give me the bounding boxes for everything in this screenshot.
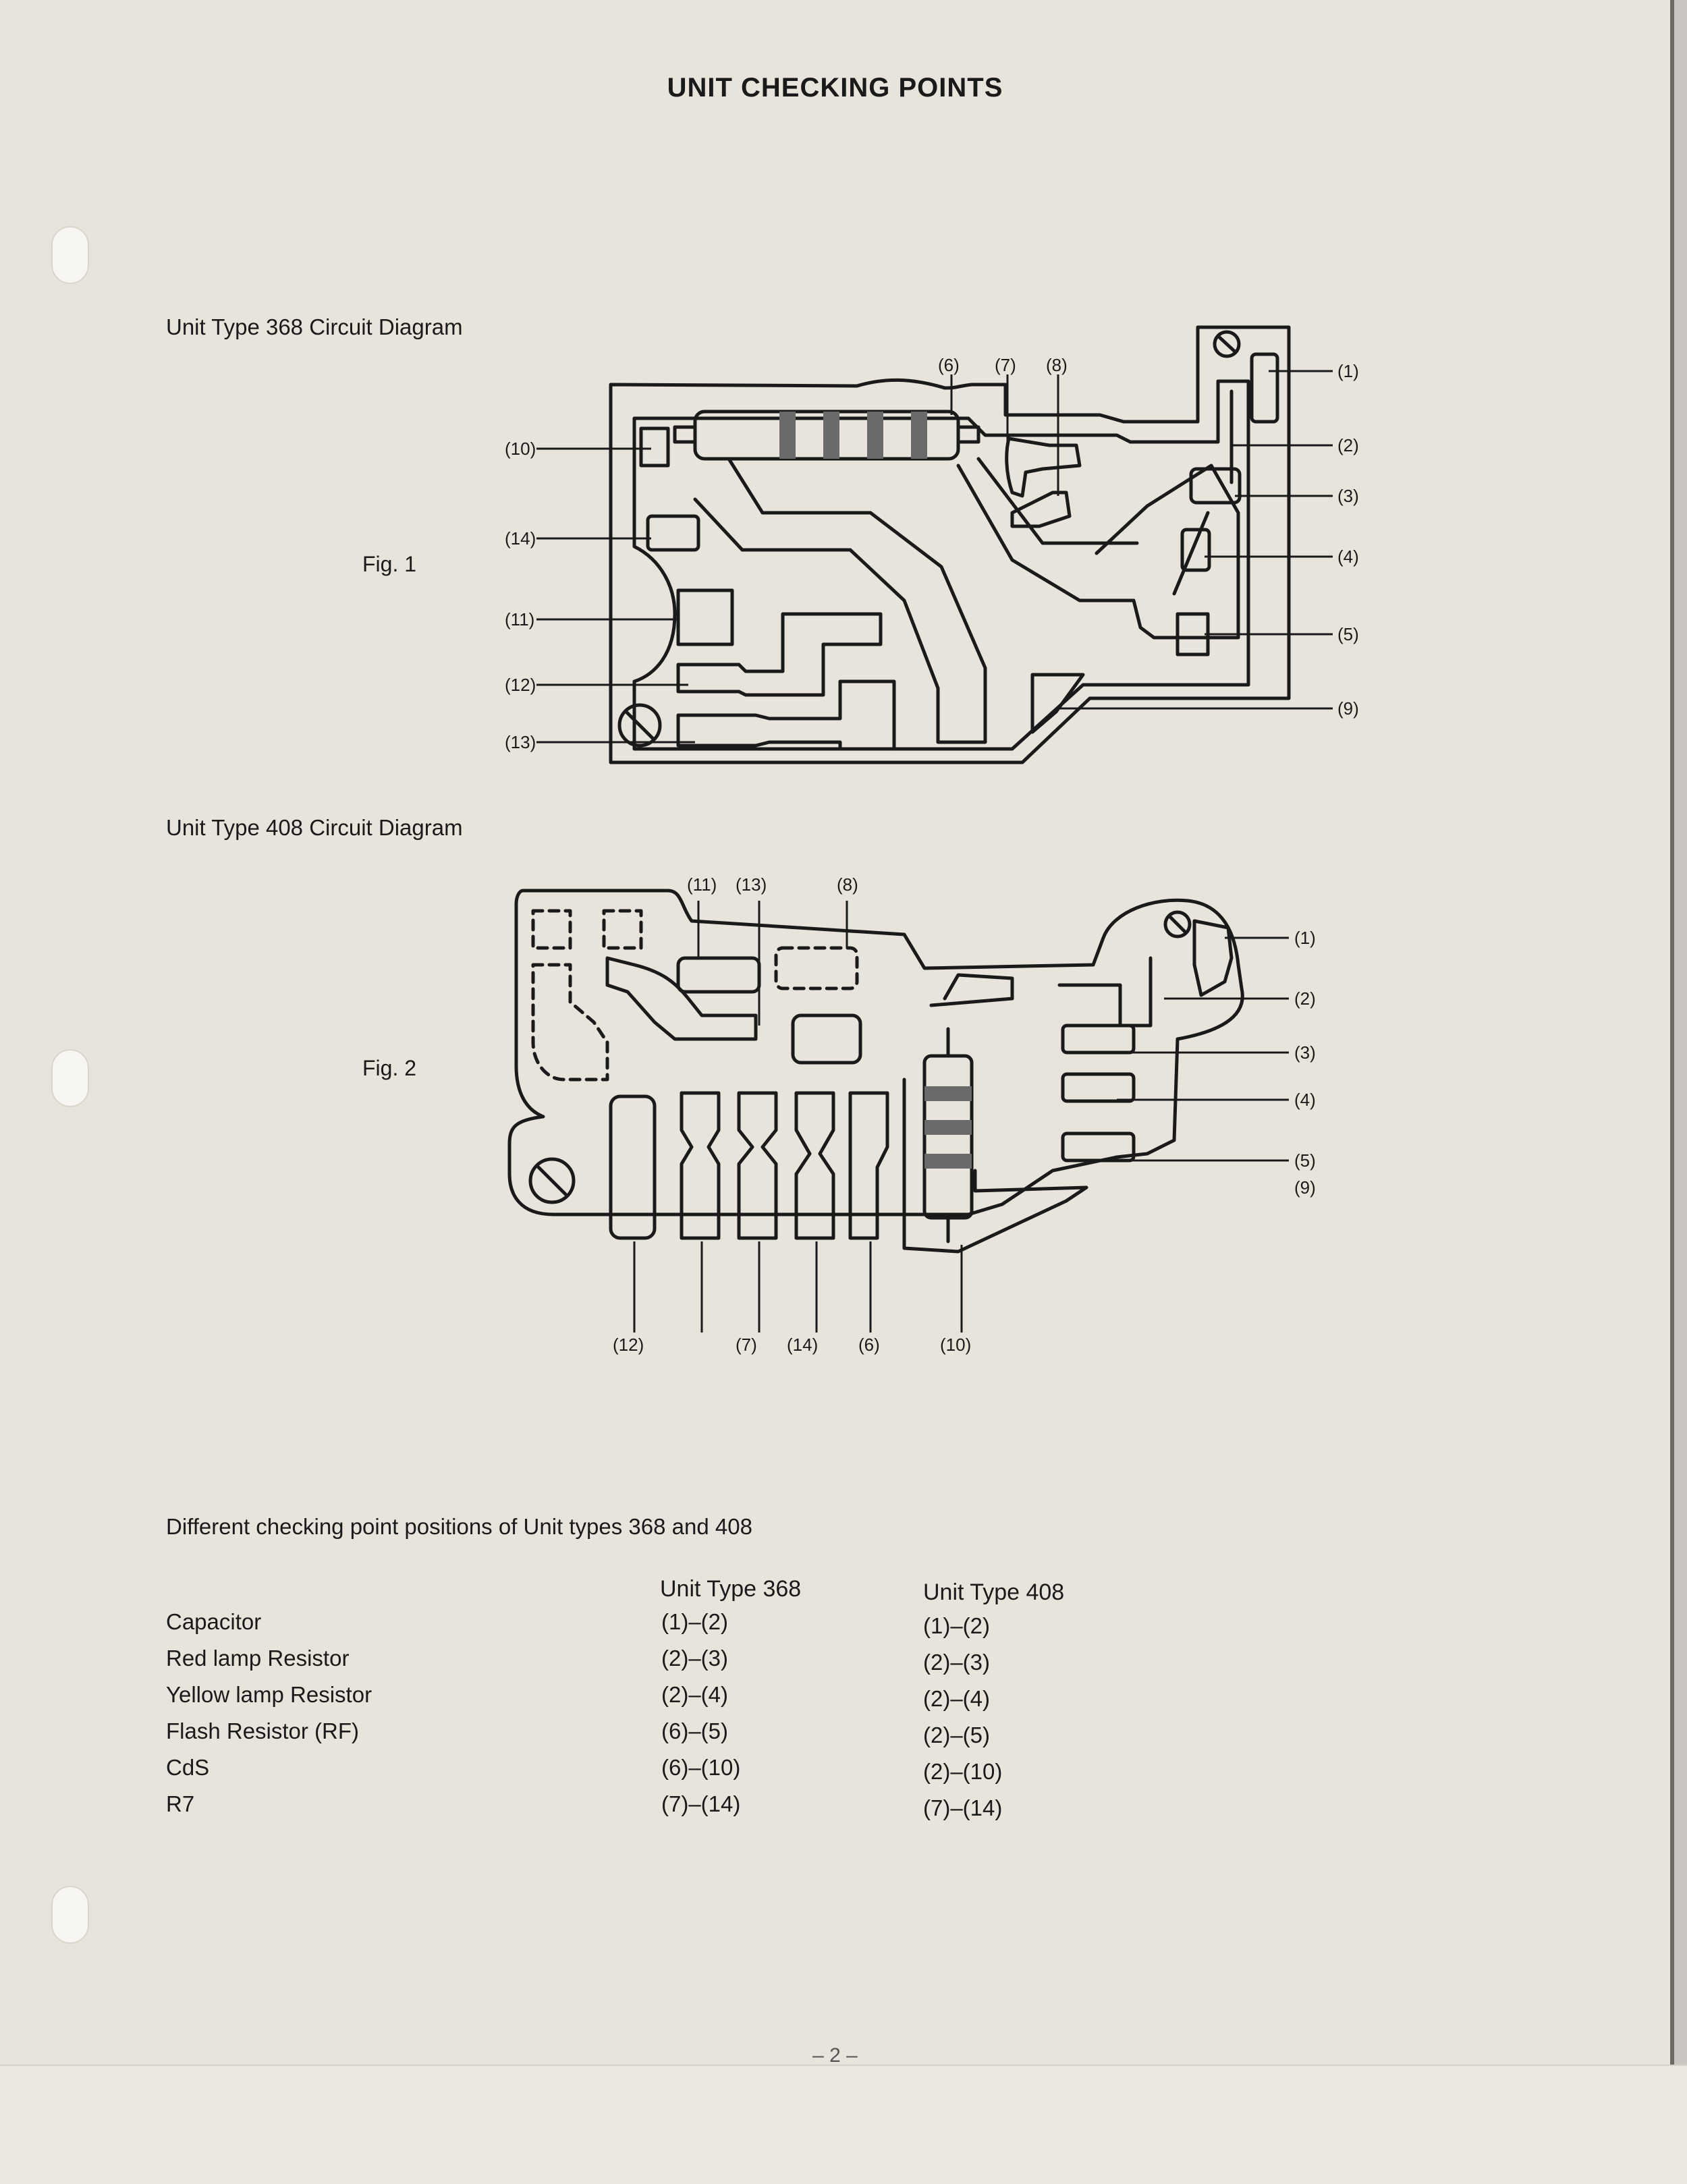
fig2-callout-13: (13) <box>736 874 767 895</box>
binder-hole <box>51 226 89 284</box>
row-label: Yellow lamp Resistor <box>166 1682 372 1707</box>
fig1-circuit-diagram: (1) (2) (3) (4) (5) (9) (6) (7) (8) (10)… <box>505 325 1359 764</box>
table-row: Flash Resistor (RF) (6)–(5) (2)–(5) <box>0 1718 1350 1755</box>
column-header-unit-368: Unit Type 368 <box>660 1576 802 1602</box>
page-title: UNIT CHECKING POINTS <box>667 73 1003 103</box>
fig1-callout-13: (13) <box>505 732 536 752</box>
fig2-callout-10: (10) <box>940 1335 971 1355</box>
fig1-callout-5: (5) <box>1337 624 1359 644</box>
row-label: Capacitor <box>166 1609 262 1634</box>
fig1-callout-12: (12) <box>505 675 536 695</box>
row-value-408: (2)–(10) <box>923 1759 1003 1784</box>
fig1-label: Fig. 1 <box>362 552 417 576</box>
fig2-callout-5: (5) <box>1294 1150 1316 1171</box>
row-value-368: (1)–(2) <box>661 1609 729 1634</box>
row-value-368: (6)–(5) <box>661 1718 729 1743</box>
row-value-408: (2)–(5) <box>923 1723 991 1747</box>
fig1-callout-2: (2) <box>1337 435 1359 455</box>
column-header-unit-408: Unit Type 408 <box>923 1579 1065 1605</box>
fig1-board-inner <box>632 379 1250 751</box>
table-row: CdS (6)–(10) (2)–(10) <box>0 1755 1350 1791</box>
fig1-callout-6: (6) <box>938 355 960 375</box>
row-value-408: (2)–(3) <box>923 1650 991 1675</box>
row-label: R7 <box>166 1791 195 1816</box>
binder-hole <box>51 1049 89 1107</box>
fig1-callout-1: (1) <box>1337 361 1359 381</box>
binder-hole <box>51 1886 89 1944</box>
row-label: Flash Resistor (RF) <box>166 1718 360 1743</box>
fig2-callout-3: (3) <box>1294 1042 1316 1063</box>
fig1-callout-14: (14) <box>505 528 536 549</box>
fig1-callout-7: (7) <box>995 355 1016 375</box>
fig2-callout-9: (9) <box>1294 1177 1316 1198</box>
fig2-callout-14: (14) <box>787 1335 818 1355</box>
fig1-caption: Unit Type 368 Circuit Diagram <box>166 314 463 339</box>
fig1-board-outline <box>609 325 1291 764</box>
fig1-callout-3: (3) <box>1337 486 1359 506</box>
page-edge-shadow <box>1674 0 1687 2065</box>
row-label: CdS <box>166 1755 210 1780</box>
row-value-408: (1)–(2) <box>923 1613 991 1638</box>
fig2-resistor <box>922 1054 974 1220</box>
fig2-circuit-diagram: (1) (2) (3) (4) (5) (9) (12) (7) (14) (6… <box>507 874 1316 1355</box>
row-label: Red lamp Resistor <box>166 1646 350 1671</box>
table-row: Yellow lamp Resistor (2)–(4) (2)–(4) <box>0 1682 1350 1718</box>
fig1-callout-8: (8) <box>1046 355 1068 375</box>
row-value-408: (7)–(14) <box>923 1795 1003 1820</box>
fig1-callout-10: (10) <box>505 439 536 459</box>
row-value-368: (2)–(3) <box>661 1646 729 1671</box>
table-row: R7 (7)–(14) (7)–(14) <box>0 1791 1350 1828</box>
row-value-368: (7)–(14) <box>661 1791 741 1816</box>
row-value-408: (2)–(4) <box>923 1686 991 1711</box>
row-value-368: (2)–(4) <box>661 1682 729 1707</box>
document-page <box>1670 0 1674 2065</box>
fig2-callout-12: (12) <box>613 1335 644 1355</box>
fig1-callout-11: (11) <box>505 609 534 629</box>
table-row: Red lamp Resistor (2)–(3) (2)–(3) <box>0 1646 1350 1682</box>
fig2-callout-6: (6) <box>858 1335 880 1355</box>
fig2-board-outline <box>507 889 1244 1216</box>
fig2-caption: Unit Type 408 Circuit Diagram <box>166 815 463 840</box>
table-row: Capacitor (1)–(2) (1)–(2) <box>0 1609 1350 1646</box>
fig2-callout-7: (7) <box>736 1335 757 1355</box>
scan-background-strip <box>0 2065 1687 2184</box>
fig2-callout-8: (8) <box>837 874 858 895</box>
fig2-callout-2: (2) <box>1294 988 1316 1009</box>
fig1-callout-4: (4) <box>1337 547 1359 567</box>
fig2-label: Fig. 2 <box>362 1056 417 1080</box>
fig2-callout-11: (11) <box>687 874 717 895</box>
fig2-callout-1: (1) <box>1294 928 1316 948</box>
comparison-heading: Different checking point positions of Un… <box>166 1514 752 1539</box>
page-number: – 2 – <box>812 2044 858 2067</box>
fig2-callout-4: (4) <box>1294 1090 1316 1110</box>
fig1-callout-9: (9) <box>1337 698 1359 719</box>
row-value-368: (6)–(10) <box>661 1755 741 1780</box>
